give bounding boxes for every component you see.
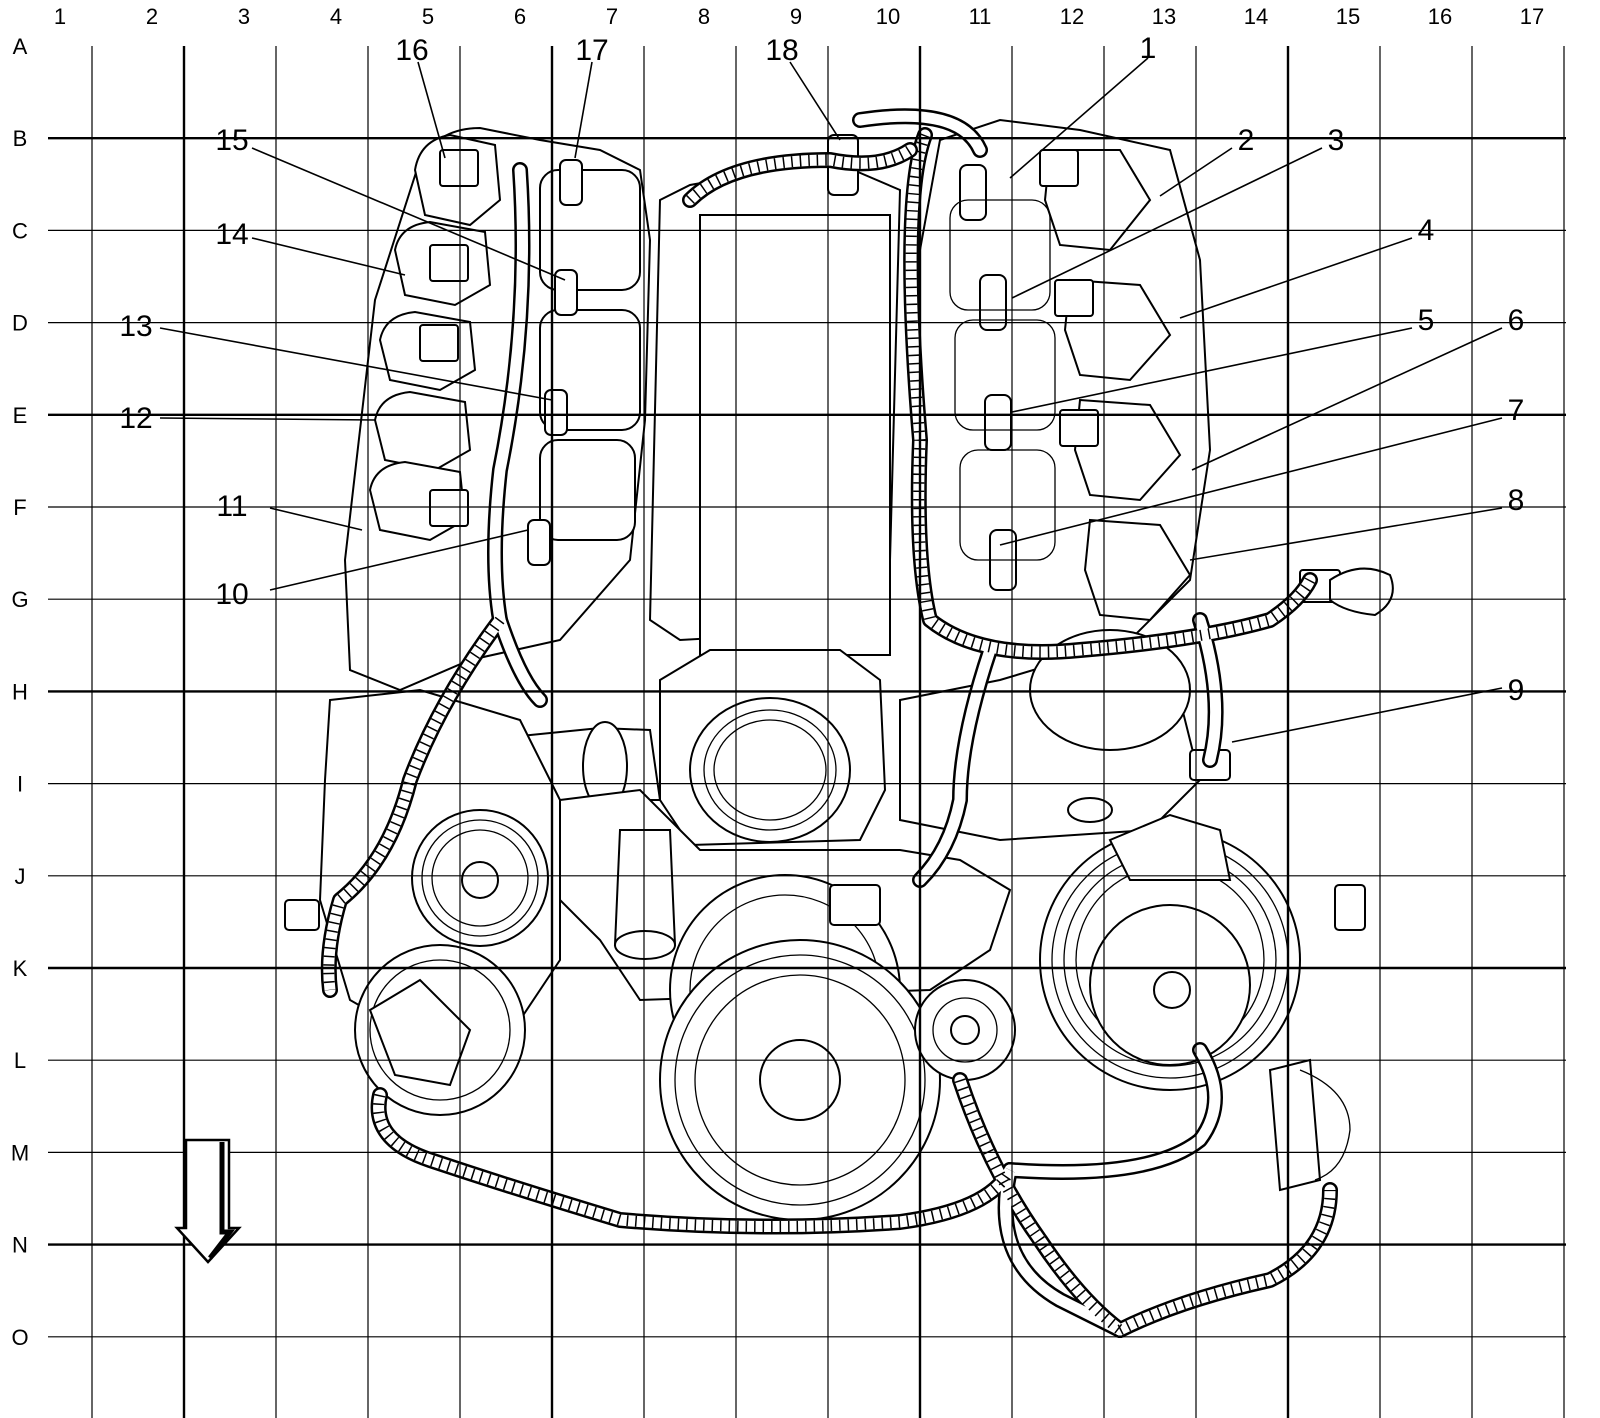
row-label: J [15,864,26,889]
column-label: 16 [1428,4,1452,29]
callout-18: 18 [765,34,798,67]
row-label: D [12,311,28,336]
callout-5: 5 [1418,304,1435,337]
row-label: C [12,218,28,243]
callout-8: 8 [1508,484,1525,517]
row-label: O [11,1325,28,1350]
leader-17 [574,61,593,159]
column-label: 9 [790,4,802,29]
row-label: E [13,403,28,428]
column-label: 15 [1336,4,1360,29]
callout-9: 9 [1508,674,1525,707]
row-label: K [13,956,28,981]
column-label: 5 [422,4,434,29]
column-label: 13 [1152,4,1176,29]
callout-16: 16 [395,34,428,67]
right-side-connector [1334,884,1366,931]
callout-15: 15 [215,124,248,157]
row-label: B [13,126,28,151]
row-label: M [11,1140,29,1165]
column-label: 3 [238,4,250,29]
engine-illustration [284,118,1394,1221]
column-label: 8 [698,4,710,29]
leader-1 [1009,57,1149,179]
column-label: 12 [1060,4,1084,29]
row-label: F [13,495,26,520]
column-label: 6 [514,4,526,29]
callout-13: 13 [119,310,152,343]
wiring-harness [320,108,1338,1338]
lower-left-pulley [354,944,526,1116]
harness-right-bank [852,108,1318,888]
column-label: 17 [1520,4,1544,29]
column-label: 14 [1244,4,1268,29]
row-labels: ABCDEFGHIJKLMNOP [11,34,29,1418]
leader-9 [1231,687,1503,743]
column-label: 7 [606,4,618,29]
callout-4: 4 [1418,214,1435,247]
row-label: N [12,1233,28,1258]
leader-14 [251,237,406,276]
left-coil-packs [368,133,502,542]
row-label: L [14,1048,26,1073]
leader-15 [251,147,566,281]
callout-1: 1 [1140,32,1157,65]
column-label: 2 [146,4,158,29]
reference-grid [48,46,1566,1418]
column-label: 10 [876,4,900,29]
throttle-body [659,649,887,847]
coolant-outlet [613,829,677,946]
leader-2 [1159,147,1233,197]
column-label: 11 [969,4,992,29]
column-label: 1 [54,4,66,29]
leader-10 [269,529,529,591]
left-fuel-rail [527,159,641,566]
leader-8 [1189,507,1503,561]
harness-lower [370,1042,1338,1338]
leader-12 [159,417,376,421]
leader-4 [1179,237,1413,319]
callout-labels: 1 2 3 4 5 6 7 8 9 10 11 12 13 14 15 16 1… [119,32,1524,707]
leader-11 [269,507,363,531]
column-label: 4 [330,4,342,29]
crank-pulley-lower [659,939,941,1221]
idler-pulley [914,979,1016,1081]
right-coil-packs [1039,149,1192,622]
leader-3 [1011,147,1323,299]
callout-7: 7 [1508,394,1525,427]
right-fuel-rail [949,164,1056,591]
callout-14: 14 [215,218,248,251]
harness-top [682,142,918,208]
row-label: I [17,772,23,797]
down-arrow-icon [174,1138,242,1264]
water-pump-pulley [411,809,549,947]
power-steering-pump [1108,813,1232,881]
row-label: H [12,679,28,704]
leader-18 [789,61,841,141]
callout-leaders [159,57,1503,743]
row-label: A [13,34,28,59]
callout-10: 10 [215,578,248,611]
callout-17: 17 [575,34,608,67]
center-sensor-connector [829,884,881,926]
leader-6 [1191,327,1503,471]
leader-13 [159,327,553,401]
callout-3: 3 [1328,124,1345,157]
leader-5 [1011,327,1413,413]
harness-left-bank [320,162,548,998]
left-side-connector [284,899,320,931]
leader-7 [999,417,1503,546]
ecm-connector [1268,1058,1351,1192]
callout-6: 6 [1508,304,1525,337]
callout-12: 12 [119,402,152,435]
callout-2: 2 [1238,124,1255,157]
row-label: G [11,587,28,612]
leader-16 [417,61,446,159]
callout-11: 11 [216,490,247,523]
